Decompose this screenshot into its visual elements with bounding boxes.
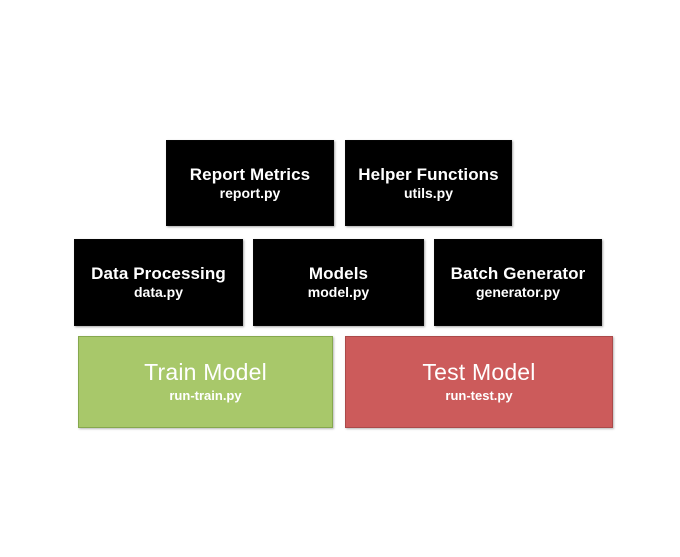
node-title: Models bbox=[308, 264, 369, 284]
node-filename: report.py bbox=[219, 184, 281, 201]
node-filename: data.py bbox=[133, 284, 183, 301]
node-report-metrics[interactable]: Report Metrics report.py bbox=[166, 140, 334, 226]
node-batch-generator[interactable]: Batch Generator generator.py bbox=[434, 239, 602, 326]
node-title: Data Processing bbox=[91, 264, 226, 284]
node-models[interactable]: Models model.py bbox=[253, 239, 424, 326]
node-data-processing[interactable]: Data Processing data.py bbox=[74, 239, 243, 326]
node-filename: utils.py bbox=[403, 184, 453, 201]
node-title: Batch Generator bbox=[450, 264, 586, 284]
node-filename: run-test.py bbox=[445, 388, 513, 404]
node-title: Train Model bbox=[144, 359, 267, 386]
node-filename: generator.py bbox=[475, 284, 561, 301]
node-title: Test Model bbox=[422, 359, 536, 386]
node-title: Report Metrics bbox=[189, 164, 311, 184]
node-filename: model.py bbox=[307, 284, 370, 301]
node-title: Helper Functions bbox=[358, 164, 499, 184]
node-test-model[interactable]: Test Model run-test.py bbox=[345, 336, 613, 428]
node-filename: run-train.py bbox=[169, 388, 242, 404]
node-helper-functions[interactable]: Helper Functions utils.py bbox=[345, 140, 512, 226]
node-train-model[interactable]: Train Model run-train.py bbox=[78, 336, 333, 428]
